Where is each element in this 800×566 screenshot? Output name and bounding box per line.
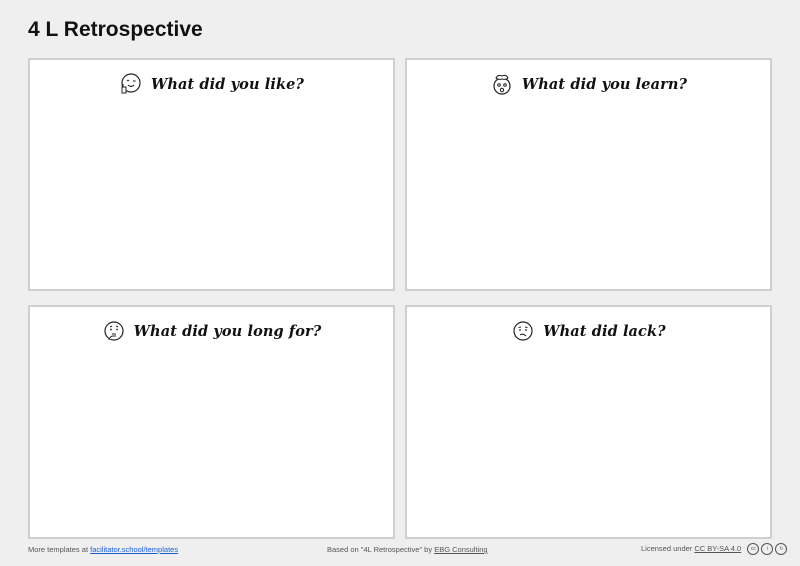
footer-left-text: More templates at [28, 545, 91, 554]
panel-title: What did you learn? [521, 75, 688, 93]
page-title: 4 L Retrospective [28, 18, 203, 41]
panel-title: What did lack? [543, 322, 666, 340]
panel-long-for[interactable]: What did you long for? [28, 305, 395, 539]
footer-center-text: Based on "4L Retrospective" by [327, 545, 435, 554]
panel-header: What did you like? [30, 72, 393, 96]
by-icon: i [761, 543, 774, 555]
mind-blown-icon [493, 74, 511, 95]
footer-left: More templates at facilitator.school/tem… [28, 545, 178, 554]
sa-icon: ↻ [775, 543, 788, 555]
panel-header: What did lack? [407, 319, 770, 343]
panel-title: What did you long for? [133, 322, 322, 340]
footer-center: Based on "4L Retrospective" by EBG Consu… [327, 545, 488, 554]
wink-thumbs-up-icon [121, 73, 141, 94]
panel-learn[interactable]: What did you learn? [405, 58, 772, 291]
license-icons: cc i ↻ [747, 543, 788, 555]
panel-lack[interactable]: What did lack? [405, 305, 772, 539]
templates-link[interactable]: facilitator.school/templates [90, 545, 179, 554]
confused-face-icon [513, 321, 533, 341]
panel-like[interactable]: What did you like? [28, 58, 395, 291]
panel-header: What did you learn? [407, 72, 770, 96]
license-link[interactable]: CC BY-SA 4.0 [694, 543, 742, 553]
ebg-consulting-link[interactable]: EBG Consulting [434, 545, 488, 554]
thinking-face-icon [104, 321, 124, 341]
footer-right: Licensed under CC BY-SA 4.0 cc i ↻ [641, 543, 788, 555]
panel-title: What did you like? [150, 75, 305, 93]
footer-right-text: Licensed under [641, 543, 695, 553]
panel-header: What did you long for? [30, 319, 393, 343]
cc-icon: cc [747, 543, 760, 555]
